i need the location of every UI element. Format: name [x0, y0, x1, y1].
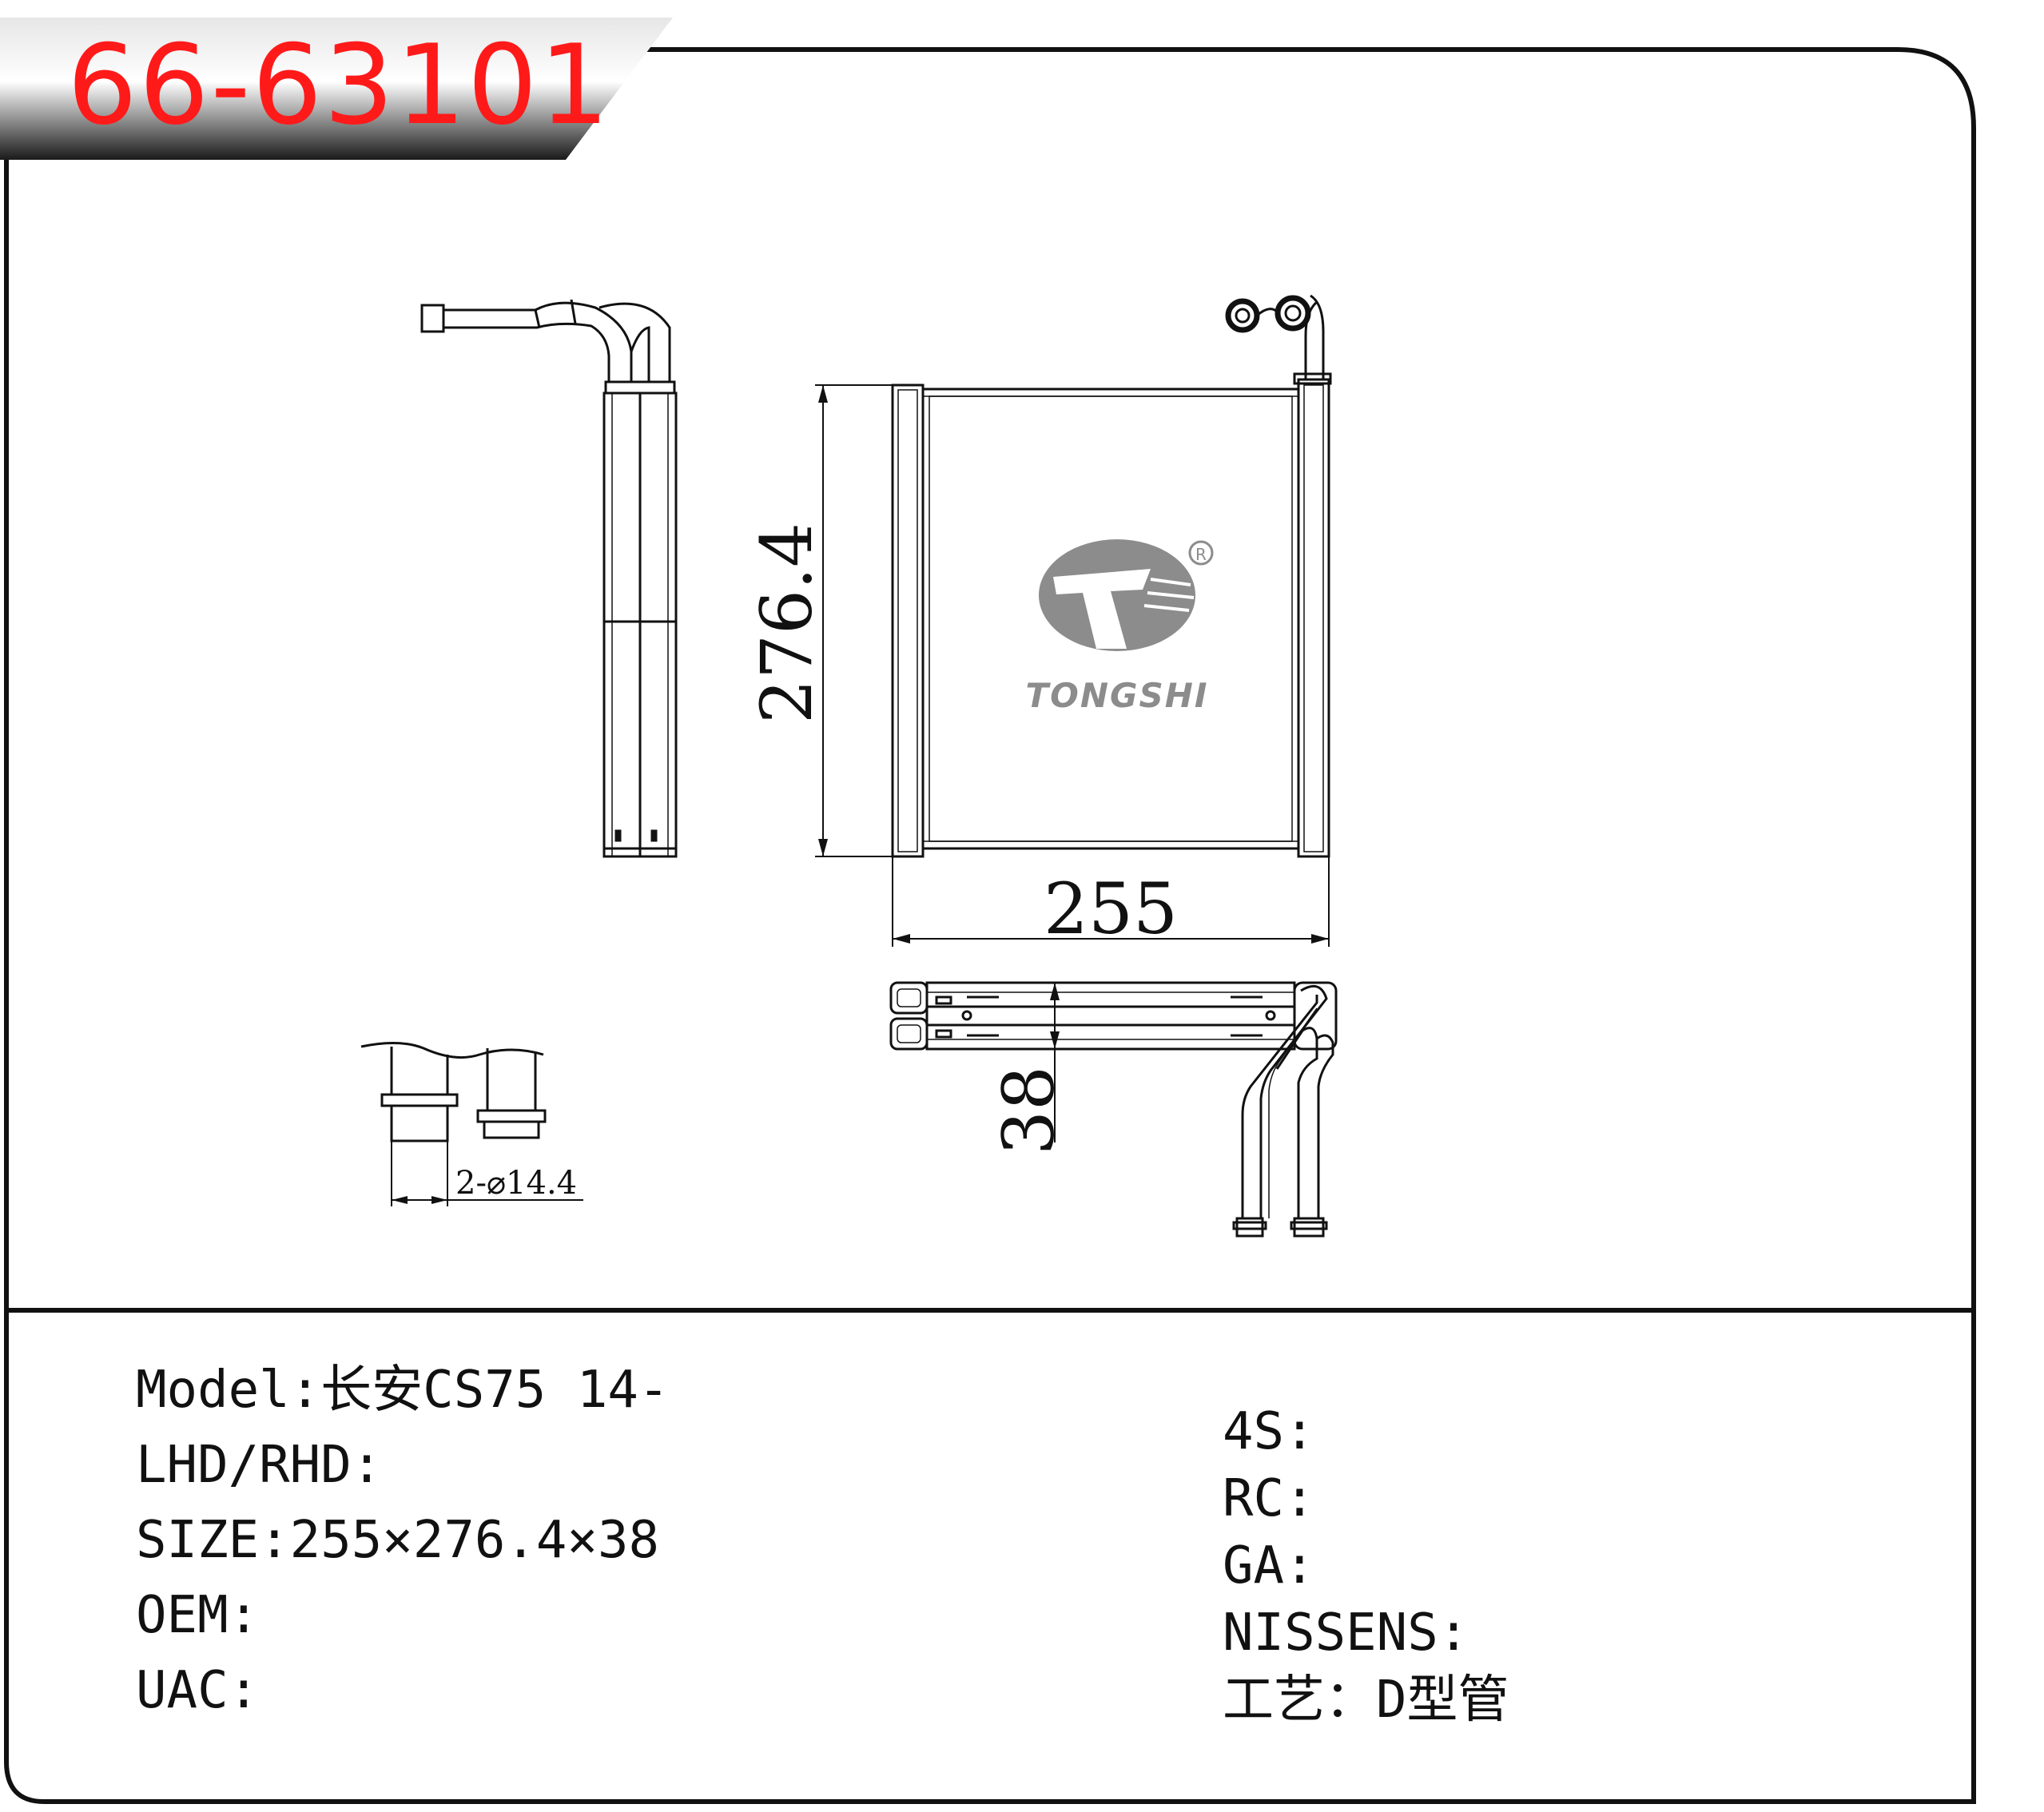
spec-separator: : [351, 1436, 383, 1495]
spec-label: RC [1223, 1469, 1285, 1528]
spec-separator: : [1284, 1402, 1315, 1461]
spec-row: LHD/RHD: [136, 1440, 382, 1491]
spec-label: 工艺 [1223, 1671, 1325, 1730]
pipe-arrow-left [392, 1196, 408, 1204]
height-label: 276.4 [746, 523, 828, 724]
depth-dimension [1050, 983, 1060, 1142]
side-view [420, 299, 678, 858]
spec-separator: : [1438, 1603, 1469, 1663]
spec-row: UAC: [136, 1665, 259, 1716]
front-view [891, 294, 1332, 858]
spec-label: LHD/RHD [136, 1436, 352, 1495]
spec-separator: : [228, 1586, 260, 1645]
spec-value: D型管 [1376, 1671, 1509, 1730]
spec-label: SIZE [136, 1511, 260, 1570]
height-dimension [815, 384, 893, 857]
spec-label: OEM [136, 1586, 229, 1645]
spec-separator: : [289, 1361, 321, 1420]
spec-row: 4S: [1223, 1406, 1315, 1457]
spec-row: 工艺：D型管 [1223, 1675, 1509, 1726]
width-dimension [892, 856, 1330, 947]
spec-separator: : [1284, 1469, 1315, 1528]
spec-separator: : [228, 1661, 260, 1720]
spec-label: UAC [136, 1661, 229, 1720]
spec-label: Model [136, 1361, 290, 1420]
brand-name: TONGSHI [1025, 676, 1208, 715]
spec-label: NISSENS [1223, 1603, 1438, 1663]
spec-value: 长安CS75 14- [320, 1361, 670, 1420]
spec-row: RC: [1223, 1473, 1315, 1524]
bottom-view [889, 981, 1338, 1238]
pipe-label: 2-⌀14.4 [455, 1165, 577, 1202]
spec-value: 255×276.4×38 [289, 1511, 660, 1570]
spec-separator: : [1284, 1536, 1315, 1595]
pipe-detail [360, 1041, 583, 1206]
spec-separator: ： [1325, 1671, 1376, 1730]
spec-row: SIZE:255×276.4×38 [136, 1515, 659, 1566]
spec-separator: : [259, 1511, 290, 1570]
registered-mark: R [1195, 545, 1207, 564]
title-banner [0, 18, 673, 160]
spec-row: OEM: [136, 1590, 259, 1641]
spec-label: 4S [1223, 1402, 1285, 1461]
spec-row: NISSENS: [1223, 1607, 1469, 1659]
pipe-arrow-right [431, 1196, 447, 1204]
tongshi-logo: R TONGSHI [1025, 539, 1214, 715]
part-number: 66-63101 [67, 21, 611, 149]
width-label: 255 [1044, 868, 1178, 950]
spec-row: GA: [1223, 1540, 1315, 1591]
depth-label: 38 [988, 1066, 1070, 1155]
outer-frame [4, 47, 1976, 1804]
spec-row: Model:长安CS75 14- [136, 1365, 669, 1416]
spec-label: GA [1223, 1536, 1285, 1595]
